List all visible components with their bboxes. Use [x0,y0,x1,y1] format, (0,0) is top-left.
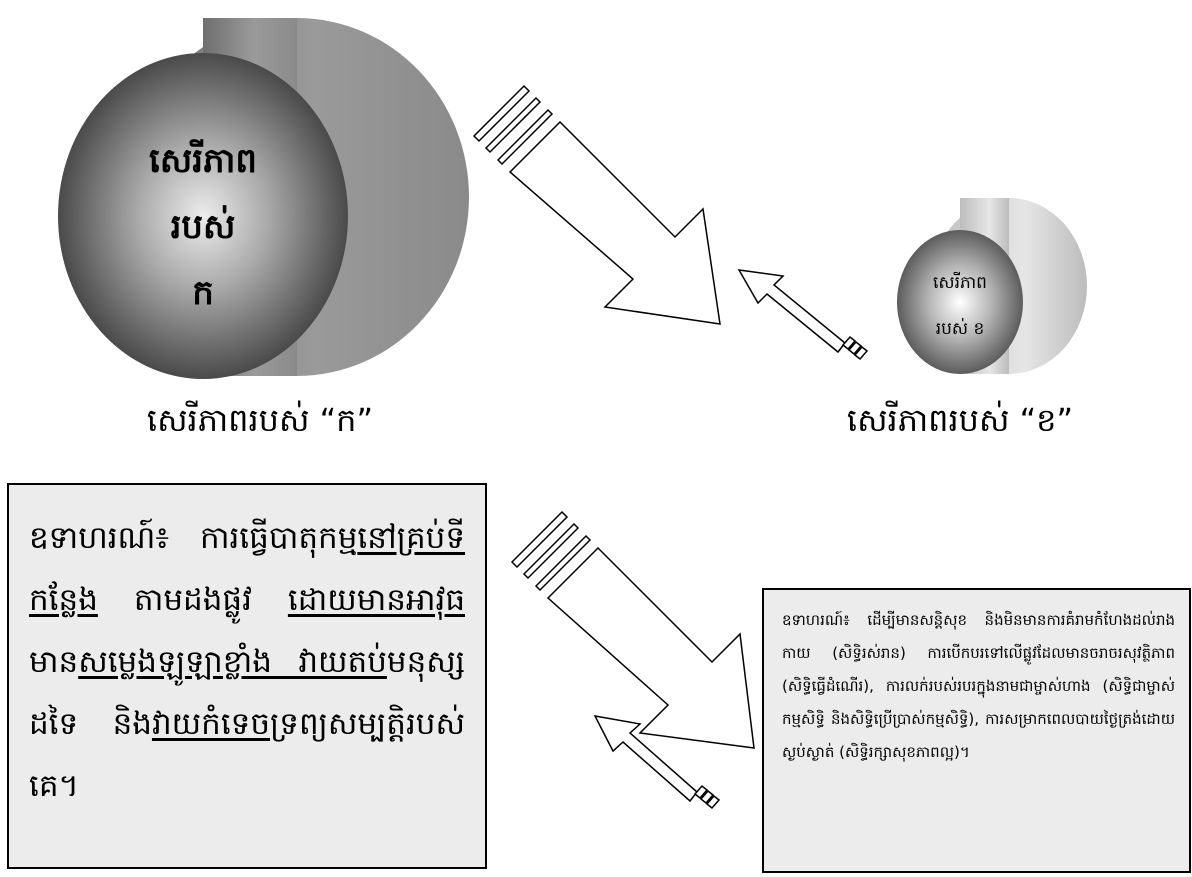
example-box-a: ឧទាហរណ៍៖ ការធ្វើបាតុកម្មនៅគ្រប់ទីកន្លែង … [7,483,487,869]
big-arrow-top [472,84,721,325]
circle-a-label: សេរីភាព របស់ ក [113,128,293,326]
example-a-segment: ទ្រព្យសម្បត្តិរបស់គេ។ [29,706,465,804]
big-arrow-bottom [510,510,755,749]
example-box-b: ឧទាហរណ៍៖ ដើម្បីមានសន្តិសុខ និងមិនមានការគ… [762,588,1191,873]
example-a-segment: សម្លេងឡូឡាខ្លាំង វាយតប់ [78,644,387,680]
circle-b-face [897,230,1023,374]
circle-b [897,198,1087,374]
caption-b: សេរីភាពរបស់ “ខ” [846,401,1074,439]
caption-a: សេរីភាពរបស់ “ក” [146,401,374,439]
example-a-segment: មនុស្សដទៃ និង [29,644,465,742]
example-a-segment: មាន [29,644,79,680]
example-a-segment: ដោយមានអាវុធ [287,582,465,618]
circle-a-line-1: សេរីភាព [149,141,257,181]
circle-b-line-2: របស់ ខ [935,319,985,339]
circle-a-line-3: ក [192,273,214,313]
small-arrow-bottom [593,714,721,810]
example-b-text: ឧទាហរណ៍៖ ដើម្បីមានសន្តិសុខ និងមិនមានការគ… [782,611,1175,761]
circle-a [58,18,469,379]
circle-a-line-2: របស់ [170,207,236,247]
circle-b-label: សេរីភាព របស់ ខ [910,260,1010,352]
circle-b-line-1: សេរីភាព [933,273,987,293]
example-a-segment: តាមដងផ្លូវ [97,582,288,618]
example-a-segment: ឧទាហរណ៍៖ ការធ្វើបាតុកម្ម [29,520,358,556]
circle-a-face [58,53,348,379]
small-arrow-top [737,269,869,361]
example-a-segment: នៅគ្រប់ទីកន្លែង [29,520,465,618]
example-a-segment: វាយកំទេច [151,706,271,742]
